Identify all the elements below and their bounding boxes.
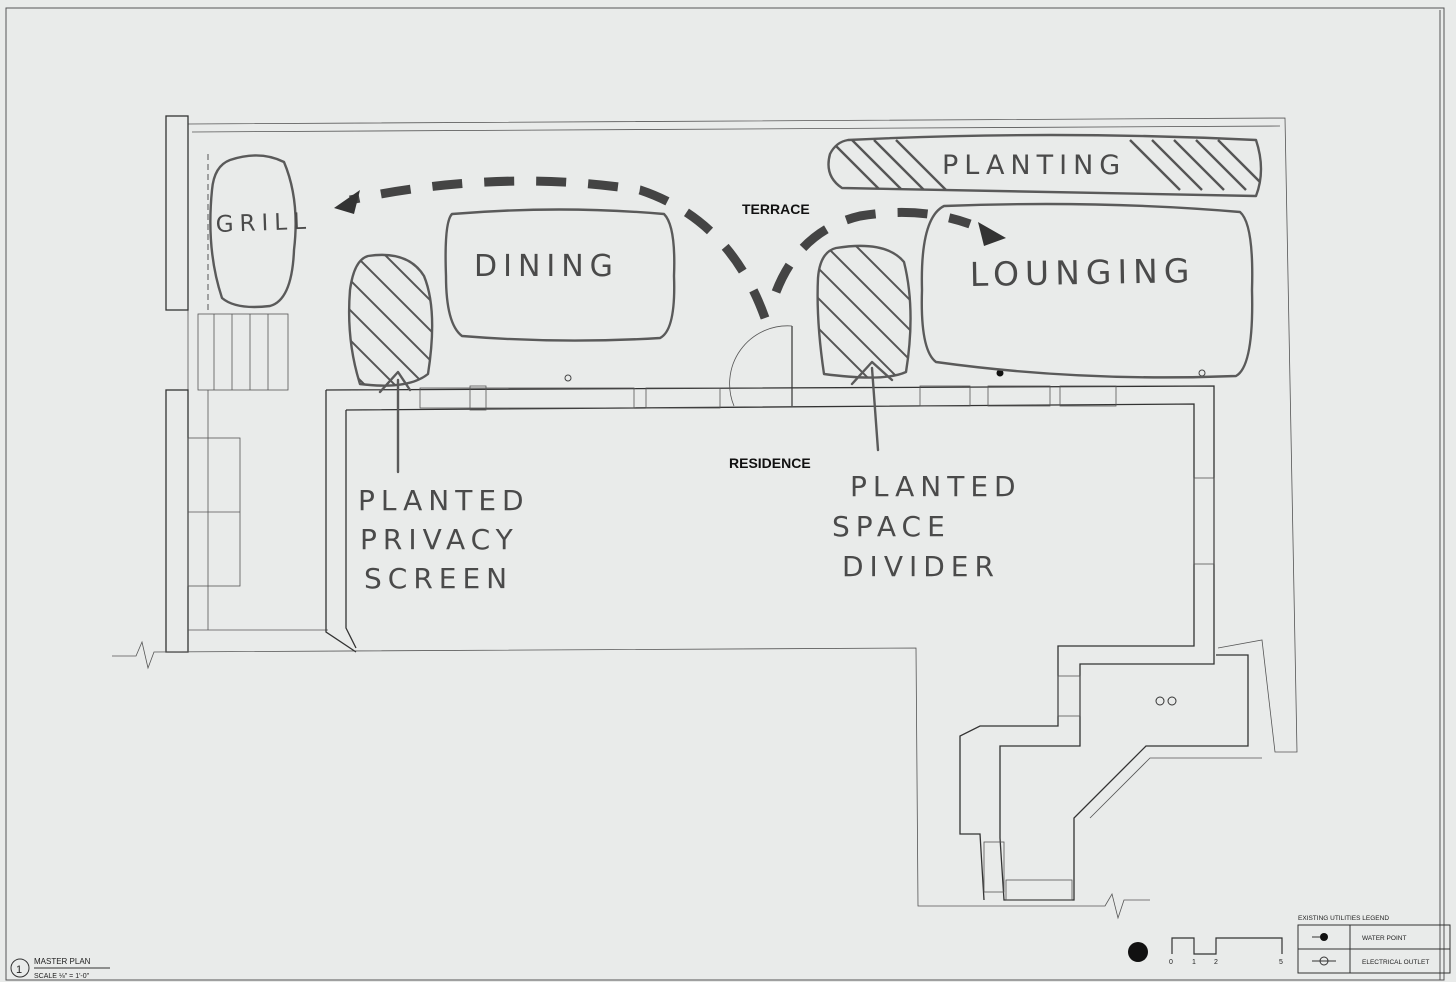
grill-label: GRILL (215, 209, 312, 238)
electrical-outlet-icon (564, 374, 572, 382)
privacy-screen-leader (378, 370, 412, 474)
lounging-label: LOUNGING (969, 251, 1195, 294)
privacy-screen-label-2: PRIVACY (360, 523, 519, 556)
residence-label: RESIDENCE (729, 455, 811, 471)
dining-zone (444, 208, 676, 342)
legend-electrical-outlet-icon (1312, 956, 1336, 966)
space-divider-label-3: DIVIDER (842, 550, 1000, 583)
legend-electrical-outlet-label: ELECTRICAL OUTLET (1362, 959, 1429, 966)
drawing-scale: SCALE ⅛" = 1'-0" (34, 973, 90, 980)
arrowhead-right (978, 222, 1006, 246)
drawing-title: MASTER PLAN (34, 957, 91, 966)
terrace-label: TERRACE (742, 201, 810, 217)
scale-tick-1: 1 (1192, 959, 1196, 966)
electrical-outlet-icon (1198, 369, 1206, 377)
privacy-screen-label-3: SCREEN (364, 562, 513, 595)
left-wall (165, 115, 328, 653)
privacy-screen-label-1: PLANTED (358, 484, 530, 517)
space-divider-leader (850, 360, 894, 452)
circulation-path-left (349, 176, 770, 320)
grill-zone (209, 154, 297, 309)
space-divider-label-2: SPACE (832, 510, 951, 543)
utilities-legend: EXISTING UTILITIES LEGEND WATER POINT EL… (1297, 915, 1451, 974)
scale-tick-0: 0 (1169, 959, 1173, 966)
lounging-zone (920, 202, 1254, 379)
planting-label: PLANTING (942, 150, 1126, 181)
drawing-number: 1 (16, 964, 22, 976)
legend-title: EXISTING UTILITIES LEGEND (1298, 915, 1389, 922)
water-point-icon (996, 369, 1004, 377)
legend-water-point-label: WATER POINT (1362, 935, 1406, 942)
north-arrow-icon (1128, 942, 1148, 962)
property-line-inner (191, 125, 1281, 133)
title-block: 1 MASTER PLAN SCALE ⅛" = 1'-0" (10, 957, 110, 980)
ground-line (112, 640, 1150, 920)
double-outlet-icon (1155, 696, 1177, 706)
scale-bar: 0 1 2 5 (1169, 937, 1283, 966)
door (729, 325, 793, 407)
legend-water-point-icon (1320, 933, 1328, 941)
sheet-border (5, 7, 1445, 981)
dining-label: DINING (474, 249, 619, 284)
residence-outline (325, 385, 1262, 901)
scale-tick-5: 5 (1279, 959, 1283, 966)
privacy-screen-planter (347, 253, 434, 387)
scale-tick-2: 2 (1214, 959, 1218, 966)
space-divider-label-1: PLANTED (850, 470, 1022, 503)
planting-hatch (829, 139, 1261, 191)
arrowhead-left (334, 190, 360, 214)
space-divider-planter (816, 244, 912, 379)
circulation-path-right (771, 207, 972, 294)
planting-zone (827, 133, 1263, 198)
